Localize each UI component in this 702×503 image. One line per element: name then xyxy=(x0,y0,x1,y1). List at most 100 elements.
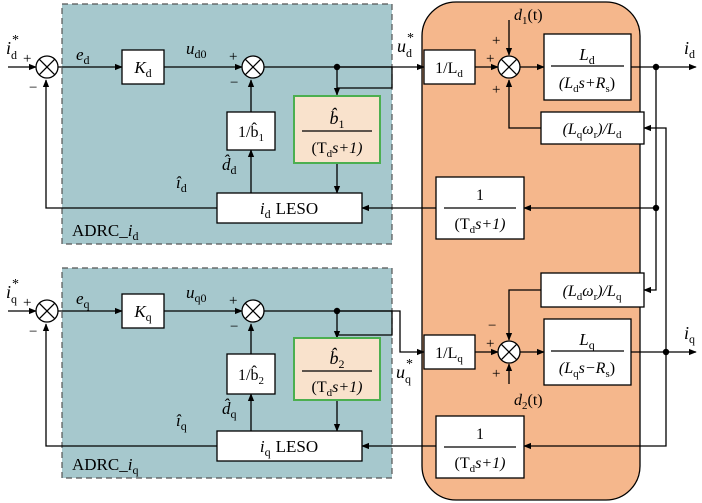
d-coupling-plus: + xyxy=(492,82,500,98)
q-b-filter-block xyxy=(293,337,381,401)
d-sensor-den-rest: s+1) xyxy=(475,216,505,233)
q-ref-label: i xyxy=(6,282,11,302)
d-inv-l-plus: + xyxy=(486,51,494,67)
d-gain-block xyxy=(121,49,165,85)
q-dist-arg: (t) xyxy=(528,392,543,409)
q-summer-control xyxy=(241,299,265,323)
svg-text:ud*: ud* xyxy=(397,31,414,60)
q-summer-input xyxy=(35,299,59,323)
d-axis-junctions xyxy=(333,63,660,212)
d-plant-den: (L xyxy=(559,75,573,92)
q-b-den-sub: d xyxy=(327,387,333,399)
svg-text:d2(t): d2(t) xyxy=(514,392,543,412)
q-region-label: ADRC_ xyxy=(72,455,128,474)
d-dist-est-sub: d xyxy=(231,163,237,177)
d-inv-l-sub: d xyxy=(457,68,463,80)
q-coupling-omega: ω xyxy=(582,283,593,300)
d-inv-b-block xyxy=(226,111,276,151)
svg-text:1/Lq: 1/Lq xyxy=(435,345,463,365)
d-fb-minus: − xyxy=(29,80,37,96)
d-dist-plus: + xyxy=(492,33,500,49)
q-coupling-open: (L xyxy=(563,283,577,300)
d-plant-num-sub: d xyxy=(589,53,595,67)
d-coupling-sub1: q xyxy=(577,129,583,141)
q-comp-minus: − xyxy=(230,319,238,335)
q-leso-label: LESO xyxy=(276,437,319,456)
q-leso-block xyxy=(216,430,363,462)
q-region-label-i: i xyxy=(128,455,133,474)
d-plant-num: L xyxy=(578,45,588,64)
q-b-num-sub: 2 xyxy=(339,357,345,371)
q-leso-in-sub: q xyxy=(265,445,271,459)
q-plant-den-s: s−R xyxy=(579,360,606,377)
q-fb-minus: − xyxy=(29,324,37,340)
svg-text:d̂d: d̂d xyxy=(222,155,237,177)
q-est-i-label: î xyxy=(176,411,182,430)
d-plant-block xyxy=(543,33,632,101)
q-ref-sub: q xyxy=(11,292,17,306)
d-ref-label: i xyxy=(6,38,11,58)
d-inv-b-label: 1/b̂ xyxy=(238,121,258,141)
d-b-num-sub: 1 xyxy=(339,117,345,131)
d-coupling-open: (L xyxy=(563,121,577,138)
d-plant-den-sub: d xyxy=(573,83,579,95)
svg-text:ADRC_id: ADRC_id xyxy=(72,221,138,243)
d-plant-den-s-sub: s xyxy=(605,83,609,95)
d-gain-label: K xyxy=(133,58,147,77)
q-ref-plus: + xyxy=(23,295,31,311)
svg-text:(Lds+Rs): (Lds+Rs) xyxy=(559,75,615,95)
d-coupling-block xyxy=(540,111,645,145)
d-ref-sup: * xyxy=(12,33,19,48)
d-region-label: ADRC_ xyxy=(72,221,128,240)
d-coupling-omega: ω xyxy=(582,121,593,138)
q-est-i-sub: q xyxy=(181,419,187,433)
d-leso-in-sub: d xyxy=(265,207,271,221)
q-dist-sub: 2 xyxy=(522,400,528,412)
q-u0-plus: + xyxy=(229,293,237,309)
d-b-den-sub: d xyxy=(327,148,333,160)
q-inv-b-block xyxy=(226,353,276,395)
q-sensor-den-rest: s+1) xyxy=(475,455,505,472)
d-summer-control xyxy=(241,55,265,79)
svg-text:b̂2: b̂2 xyxy=(330,347,345,371)
q-plant-den-close: ) xyxy=(610,360,615,377)
q-coupling-sub1: d xyxy=(577,291,583,303)
q-u0-label: u xyxy=(186,283,195,302)
d-est-i-sub: d xyxy=(181,181,187,195)
d-gain-sub: d xyxy=(146,66,152,80)
svg-text:(Tds+1): (Tds+1) xyxy=(312,379,363,399)
d-ref-sub: d xyxy=(11,48,17,62)
q-plant-num-sub: q xyxy=(589,338,595,352)
d-error-label: e xyxy=(76,45,84,64)
q-coupling-mid: )/L xyxy=(596,283,616,300)
q-sensor-den-open: (T xyxy=(455,455,470,472)
svg-text:(Ldωr)/Lq: (Ldωr)/Lq xyxy=(563,283,622,303)
q-coupling-block xyxy=(540,272,645,308)
d-summer-input xyxy=(35,55,59,79)
d-coupling-sub2: r xyxy=(594,129,598,141)
q-inv-l-block xyxy=(423,334,476,370)
d-leso-block xyxy=(216,192,363,224)
svg-text:uq0: uq0 xyxy=(186,283,207,305)
d-out-label: i xyxy=(684,38,689,58)
q-axis-wires xyxy=(8,289,697,450)
q-coupling-sub2: r xyxy=(594,291,598,303)
svg-text:iq: iq xyxy=(684,323,695,346)
q-coupling-sub3: q xyxy=(616,291,622,303)
q-u-sup: * xyxy=(406,357,413,372)
q-dist-est-label: d̂ xyxy=(222,399,231,418)
q-leso-in: i xyxy=(260,437,265,456)
svg-text:id*: id* xyxy=(6,33,19,62)
q-gain-block xyxy=(121,293,165,329)
q-dist-est-sub: q xyxy=(231,407,237,421)
svg-text:îd: îd xyxy=(176,173,187,195)
d-u-label: u xyxy=(397,36,406,56)
q-sensor-num: 1 xyxy=(476,426,484,443)
svg-text:b̂1: b̂1 xyxy=(330,107,345,131)
svg-text:Ld: Ld xyxy=(578,45,594,67)
d-b-den-rest: s+1) xyxy=(332,140,362,157)
d-axis-wires xyxy=(8,20,697,352)
d-inv-l-label: 1/L xyxy=(435,60,457,77)
